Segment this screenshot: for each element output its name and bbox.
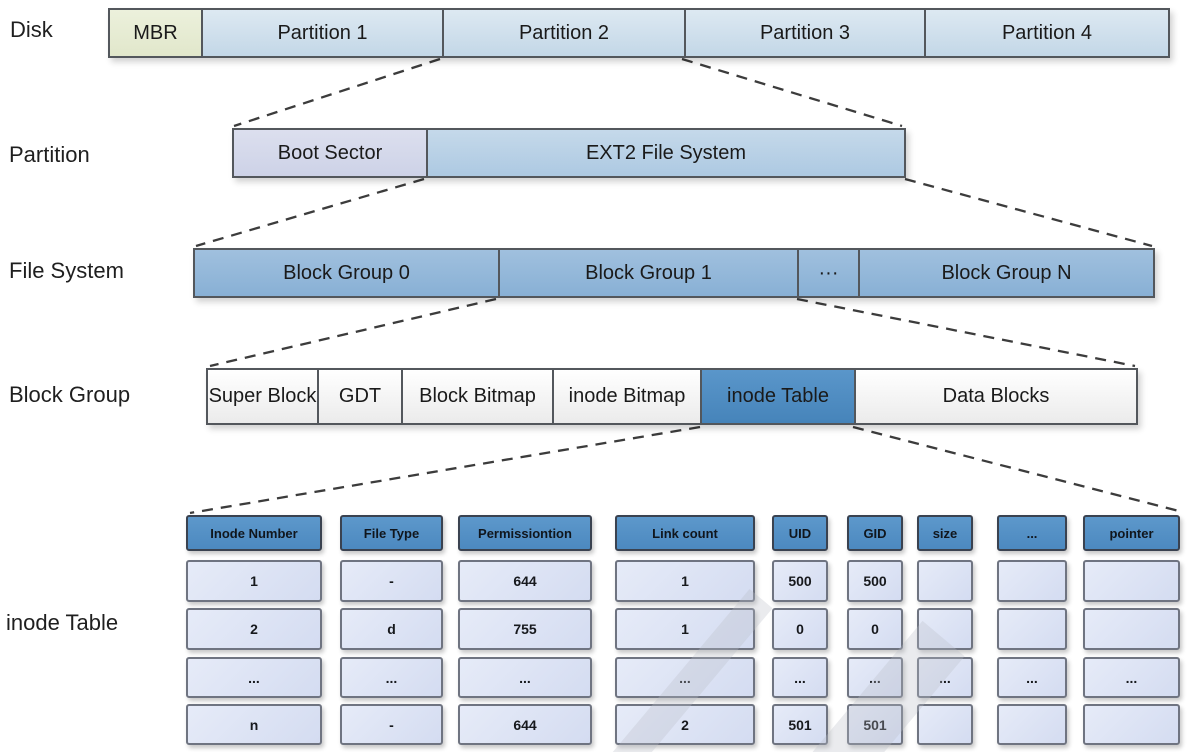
disk-bar: MBR Partition 1 Partition 2 Partition 3 … xyxy=(108,8,1170,58)
disk-segment-partition-1: Partition 1 xyxy=(201,10,442,56)
inode-table-cell xyxy=(1083,608,1180,650)
inode-table-header-cell: ... xyxy=(997,515,1067,551)
inode-table-header-cell: UID xyxy=(772,515,828,551)
inode-table-cell: 2 xyxy=(186,608,322,650)
inode-table-cell: - xyxy=(340,704,443,745)
connector-partition-to-fs-left xyxy=(195,177,425,248)
bg-segment-gdt: GDT xyxy=(317,370,401,423)
disk-segment-partition-3: Partition 3 xyxy=(684,10,924,56)
row-label-block-group: Block Group xyxy=(9,382,131,407)
inode-table-cell: 500 xyxy=(772,560,828,602)
row-label-disk: Disk xyxy=(10,17,53,42)
inode-table-header-cell: File Type xyxy=(340,515,443,551)
inode-table-cell: n xyxy=(186,704,322,745)
bg-segment-inode-bitmap: inode Bitmap xyxy=(552,370,700,423)
fs-segment-block-group-1: Block Group 1 xyxy=(498,250,797,296)
inode-table-cell xyxy=(917,704,973,745)
bg-segment-block-bitmap: Block Bitmap xyxy=(401,370,552,423)
inode-table-header-cell: Inode Number xyxy=(186,515,322,551)
row-label-partition: Partition xyxy=(9,142,90,167)
inode-table-cell: 0 xyxy=(772,608,828,650)
inode-table-cell: ... xyxy=(917,657,973,698)
inode-table-cell: ... xyxy=(458,657,592,698)
file-system-bar: Block Group 0 Block Group 1 ··· Block Gr… xyxy=(193,248,1155,298)
inode-table-header-cell: GID xyxy=(847,515,903,551)
inode-table-header-cell: size xyxy=(917,515,973,551)
inode-table-cell: 755 xyxy=(458,608,592,650)
bg-segment-super-block: Super Block xyxy=(208,370,317,423)
bg-segment-data-blocks: Data Blocks xyxy=(854,370,1136,423)
partition-segment-boot-sector: Boot Sector xyxy=(234,130,426,176)
bg-segment-inode-table: inode Table xyxy=(700,370,854,423)
connector-partition-to-fs-right xyxy=(904,177,1153,248)
row-label-file-system: File System xyxy=(9,258,124,283)
inode-table-cell: ... xyxy=(997,657,1067,698)
disk-segment-partition-2: Partition 2 xyxy=(442,10,684,56)
inode-table-cell: ... xyxy=(847,657,903,698)
disk-segment-mbr: MBR xyxy=(110,10,201,56)
inode-table-cell: ... xyxy=(772,657,828,698)
inode-table-header-cell: Link count xyxy=(615,515,755,551)
inode-table-cell xyxy=(997,608,1067,650)
partition-segment-ext2: EXT2 File System xyxy=(426,130,904,176)
inode-table-header-cell: pointer xyxy=(1083,515,1180,551)
inode-table-cell: 500 xyxy=(847,560,903,602)
inode-table-cell xyxy=(1083,704,1180,745)
fs-segment-ellipsis: ··· xyxy=(797,250,858,296)
inode-table-cell: 0 xyxy=(847,608,903,650)
inode-table-cell: 2 xyxy=(615,704,755,745)
inode-table-cell: d xyxy=(340,608,443,650)
connector-bg-to-table-right xyxy=(852,425,1180,513)
inode-table-cell: 1 xyxy=(186,560,322,602)
inode-table-cell: ... xyxy=(340,657,443,698)
inode-table-cell: 644 xyxy=(458,704,592,745)
fs-segment-block-group-0: Block Group 0 xyxy=(195,250,498,296)
inode-table-cell: 644 xyxy=(458,560,592,602)
inode-table-cell: 1 xyxy=(615,608,755,650)
inode-table-cell: 501 xyxy=(772,704,828,745)
fs-segment-block-group-n: Block Group N xyxy=(858,250,1153,296)
block-group-bar: Super Block GDT Block Bitmap inode Bitma… xyxy=(206,368,1138,425)
connector-fs-to-bg-right xyxy=(796,297,1136,368)
inode-table-cell xyxy=(917,608,973,650)
connector-disk-to-partition-right xyxy=(681,57,903,128)
inode-table-cell: 1 xyxy=(615,560,755,602)
partition-bar: Boot Sector EXT2 File System xyxy=(232,128,906,178)
inode-table-cell: - xyxy=(340,560,443,602)
disk-segment-partition-4: Partition 4 xyxy=(924,10,1168,56)
inode-table-cell: ... xyxy=(615,657,755,698)
inode-table-cell xyxy=(1083,560,1180,602)
inode-table-cell xyxy=(917,560,973,602)
inode-table-cell xyxy=(997,560,1067,602)
inode-table-header-cell: Permissiontion xyxy=(458,515,592,551)
connector-bg-to-table-left xyxy=(189,425,701,515)
connector-fs-to-bg-left xyxy=(209,297,497,368)
inode-table-cell: ... xyxy=(1083,657,1180,698)
connector-disk-to-partition-left xyxy=(233,57,441,128)
inode-table-cell xyxy=(997,704,1067,745)
inode-table-cell: ... xyxy=(186,657,322,698)
inode-table-cell: 501 xyxy=(847,704,903,745)
row-label-inode-table: inode Table xyxy=(6,610,119,635)
